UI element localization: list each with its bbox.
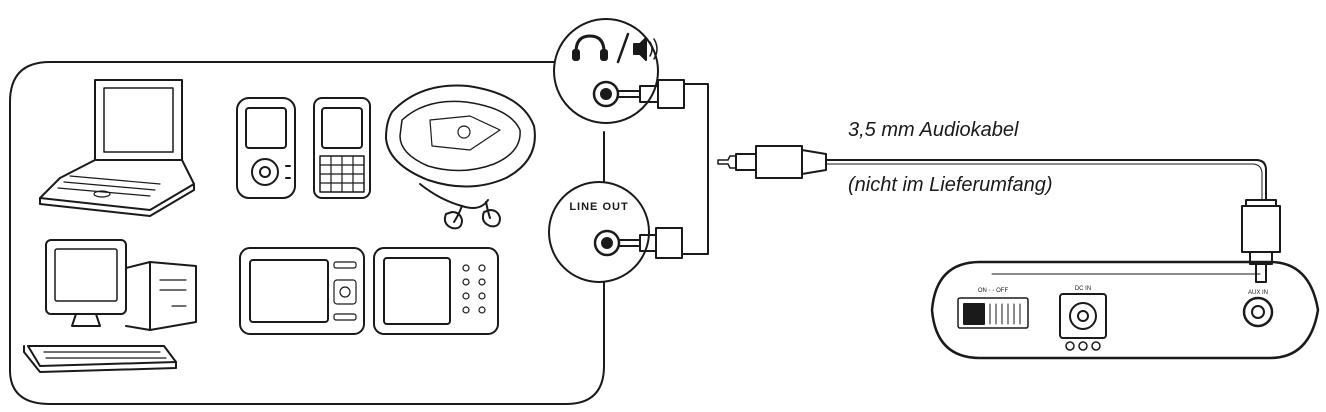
desktop-computer-icon <box>23 239 197 373</box>
portable-media-player-icon <box>239 247 365 335</box>
switch-label: ON ◦ ◦ OFF <box>978 288 1009 294</box>
source-devices-panel <box>9 61 605 405</box>
audio-cable <box>825 159 1267 201</box>
headphone-icon <box>574 34 606 54</box>
cable-note: (nicht im Lieferumfang) <box>848 174 1053 196</box>
plug-line-out-jack <box>618 227 683 259</box>
aux-in-label: AUX IN <box>1248 290 1268 296</box>
dc-in-port <box>1059 293 1107 339</box>
speaker-icon <box>633 37 658 61</box>
line-out-label: LINE OUT <box>569 201 628 213</box>
cd-player-icon <box>385 84 536 230</box>
power-switch <box>957 297 1029 329</box>
cable-label: 3,5 mm Audiokabel <box>848 119 1019 141</box>
dc-in-label: DC IN <box>1075 286 1091 292</box>
headphone-port-circle <box>553 18 659 124</box>
line-out-port-circle <box>548 181 650 283</box>
speaker-aux-plug <box>1241 199 1281 283</box>
plug-headphone-jack <box>617 79 685 109</box>
mobile-phone-icon <box>313 97 371 199</box>
audio-cable-plug <box>717 145 827 179</box>
mp3-player-icon <box>236 97 296 199</box>
cable-bracket <box>681 83 709 255</box>
laptop-icon <box>39 79 195 217</box>
aux-in-jack <box>1242 296 1274 328</box>
speaker-dock <box>930 260 1320 360</box>
handheld-game-device-icon <box>373 247 499 335</box>
